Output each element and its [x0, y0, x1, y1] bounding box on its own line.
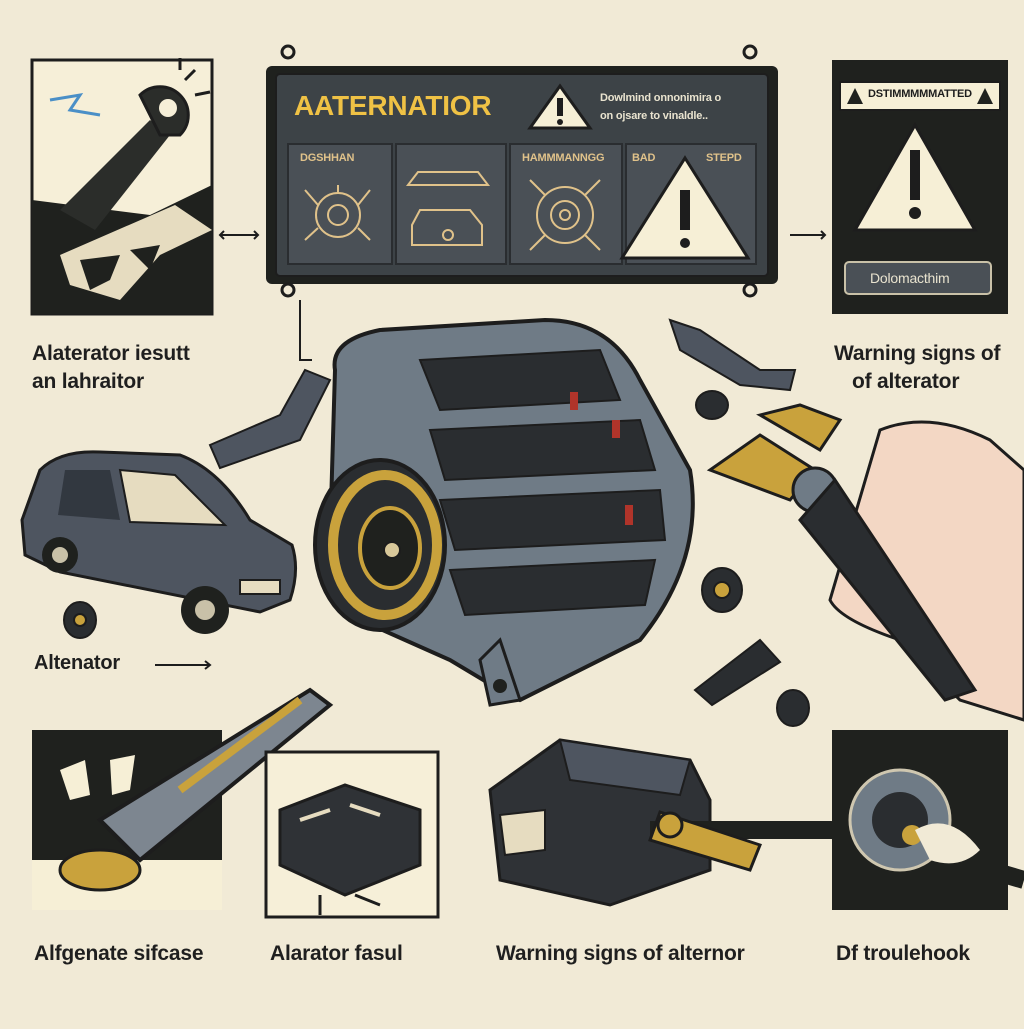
engine-diagram-icon: [304, 185, 371, 241]
banner-tile-label-5: STEPD: [706, 152, 742, 164]
banner-tile-label-4: BAD: [632, 152, 656, 164]
alternator-illustration: [313, 317, 695, 707]
warning-panel-button-label[interactable]: Dolomacthim: [870, 270, 950, 286]
caption-top-right-line-1: Warning signs of: [834, 342, 1001, 365]
warning-panel: [832, 60, 1008, 314]
regulator-block-icon: [488, 738, 712, 907]
caption-top-left-line-1: Alaterator iesutt: [32, 342, 190, 365]
caption-bottom-3: Warning signs of alternor: [496, 942, 745, 965]
car-outline-icon: [405, 171, 491, 246]
caption-bottom-1: Alfgenate sifcase: [34, 942, 204, 965]
banner-note-line-1: Dowlmind onnonimira o: [600, 92, 722, 104]
wrench-with-spark-icon: [49, 58, 211, 230]
component-block-icon: [278, 783, 422, 915]
bottom-panel-2: [264, 750, 440, 919]
alternator-banner: [266, 44, 778, 298]
large-warning-triangle-icon: [619, 155, 751, 260]
caption-bottom-4: Df troulehook: [836, 942, 970, 965]
adjustable-wrench-icon: [58, 687, 334, 892]
top-left-panel: [30, 58, 214, 316]
banner-title: AATERNATIOR: [294, 90, 492, 121]
bottom-panel-1: [32, 687, 334, 910]
diagnostic-button-box[interactable]: [844, 261, 992, 295]
bottom-panel-4: [832, 730, 1008, 910]
small-parts: [63, 318, 810, 727]
warning-panel-header: DSTIMMMMMATTED: [868, 88, 972, 100]
pulley-icon: [313, 458, 447, 632]
caption-top-left-line-2: an lahraitor: [32, 370, 144, 393]
banner-note-line-2: on ojsare to vinaldle..: [600, 110, 708, 122]
warning-panel-triangle-icon: [852, 121, 978, 232]
banner-tile-label-3: HAMMMANNGG: [522, 152, 605, 164]
caption-bottom-2: Alarator fasul: [270, 942, 403, 965]
banner-tile-label-1: DGSHHAN: [300, 152, 355, 164]
caption-middle-left: Altenator: [34, 652, 120, 674]
pliers-hand-icon: [706, 403, 1024, 722]
warning-triangle-icon: [527, 83, 593, 130]
connector-arrows: [155, 230, 827, 670]
car-icon: [20, 450, 297, 634]
caption-top-right-line-2: of alterator: [852, 370, 960, 393]
gear-diagram-icon: [529, 179, 601, 251]
